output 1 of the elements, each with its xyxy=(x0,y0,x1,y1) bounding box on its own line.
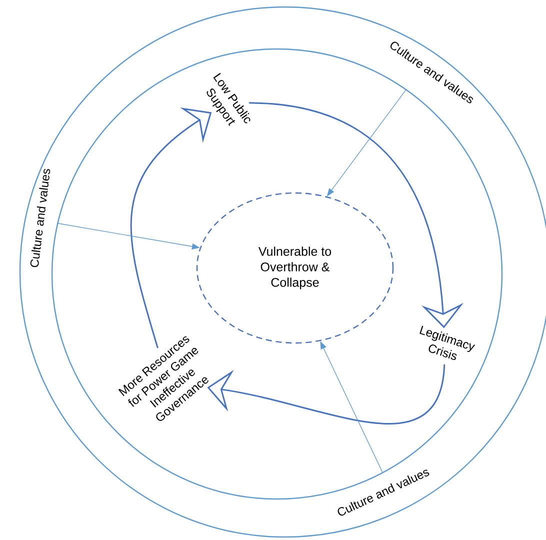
ring-label: Culture and values xyxy=(30,168,50,268)
